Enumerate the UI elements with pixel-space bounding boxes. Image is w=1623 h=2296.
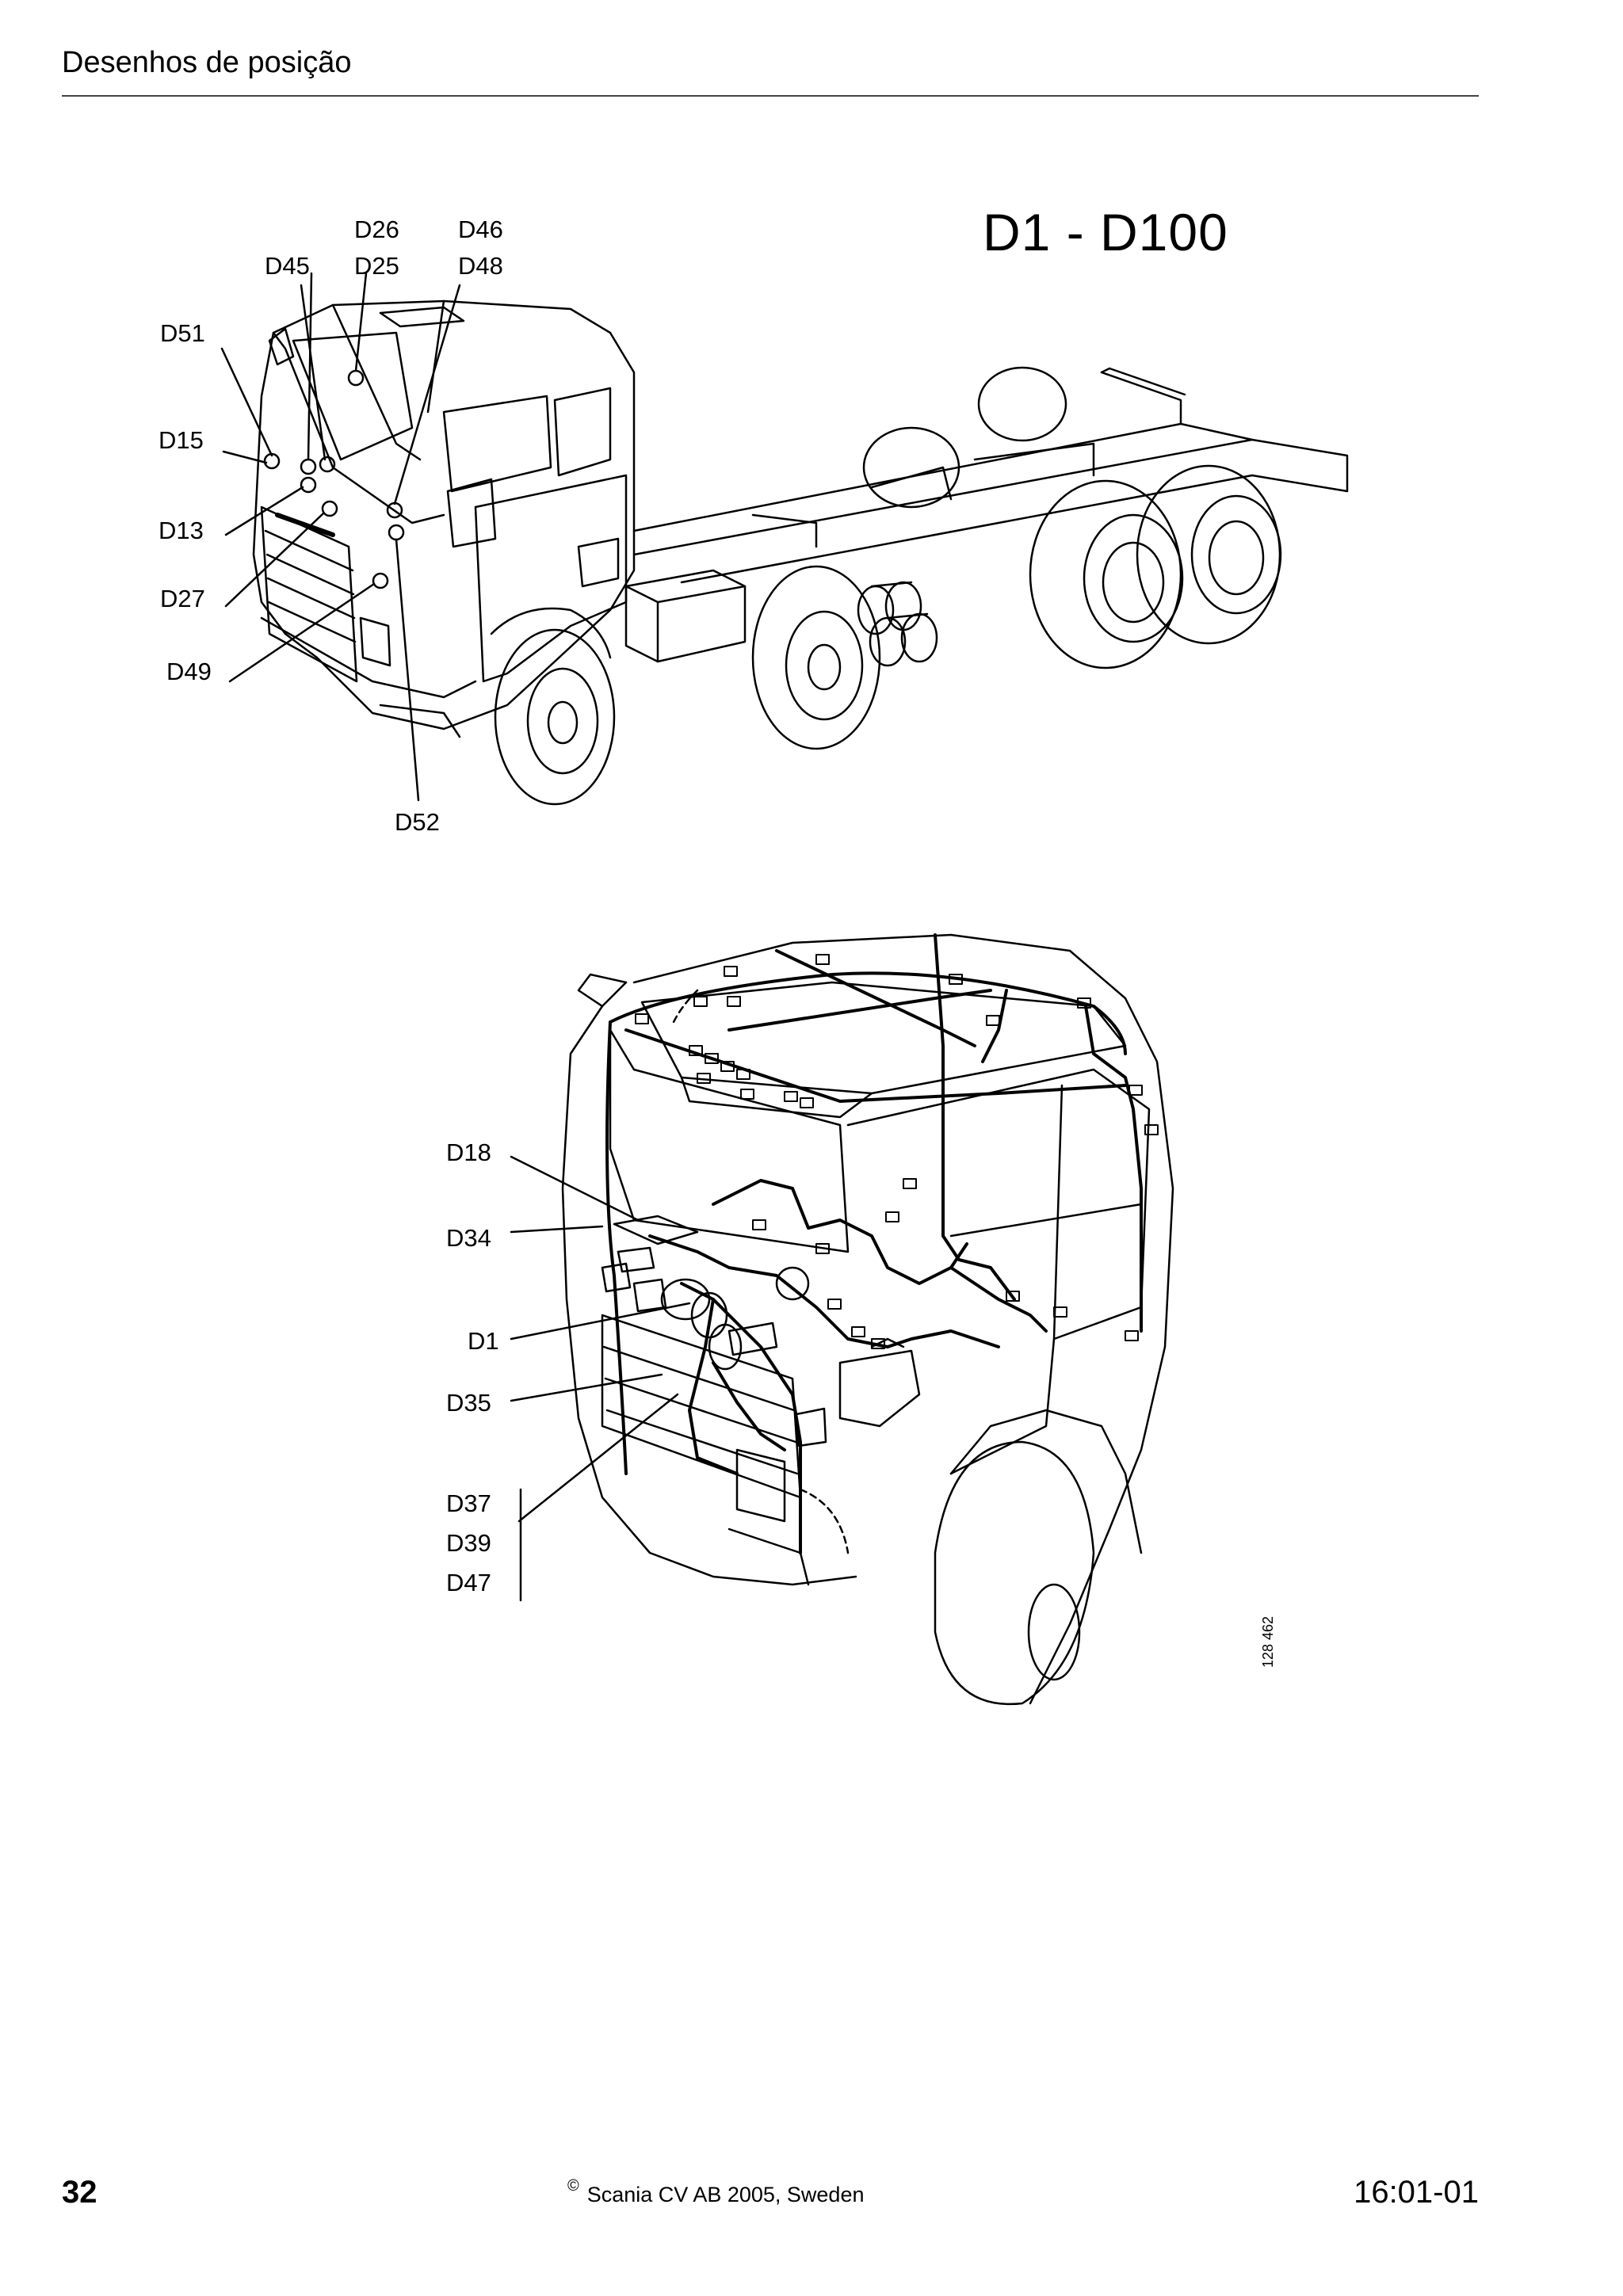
label-D27: D27 <box>160 585 205 612</box>
cab-wiring-drawing <box>510 933 1174 1706</box>
label-D35: D35 <box>446 1389 491 1417</box>
label-D49: D49 <box>166 658 212 685</box>
page-header-title: Desenhos de posição <box>62 46 352 79</box>
truck-chassis-drawing <box>220 272 1349 806</box>
label-D47: D47 <box>446 1569 491 1596</box>
header-divider <box>62 95 1479 97</box>
label-D51: D51 <box>160 319 205 347</box>
label-D39: D39 <box>446 1529 491 1557</box>
label-D46: D46 <box>458 215 503 243</box>
label-D25: D25 <box>354 252 399 280</box>
label-D18: D18 <box>446 1138 491 1166</box>
label-D37: D37 <box>446 1489 491 1517</box>
copyright-symbol: © <box>567 2177 579 2195</box>
label-D1: D1 <box>468 1327 499 1355</box>
label-D45: D45 <box>265 252 310 280</box>
document-code: 16:01-01 <box>1354 2175 1479 2210</box>
label-D13: D13 <box>158 517 204 544</box>
copyright: © Scania CV AB 2005, Sweden <box>567 2177 865 2207</box>
figure-reference-number: 128 462 <box>1260 1615 1276 1668</box>
section-title: D1 - D100 <box>983 203 1228 261</box>
label-D52: D52 <box>395 808 440 836</box>
copyright-text: Scania CV AB 2005, Sweden <box>586 2183 865 2206</box>
label-D48: D48 <box>458 252 503 280</box>
page-number: 32 <box>62 2175 97 2210</box>
label-D15: D15 <box>158 426 204 454</box>
label-D26: D26 <box>354 215 399 243</box>
label-D34: D34 <box>446 1224 491 1252</box>
